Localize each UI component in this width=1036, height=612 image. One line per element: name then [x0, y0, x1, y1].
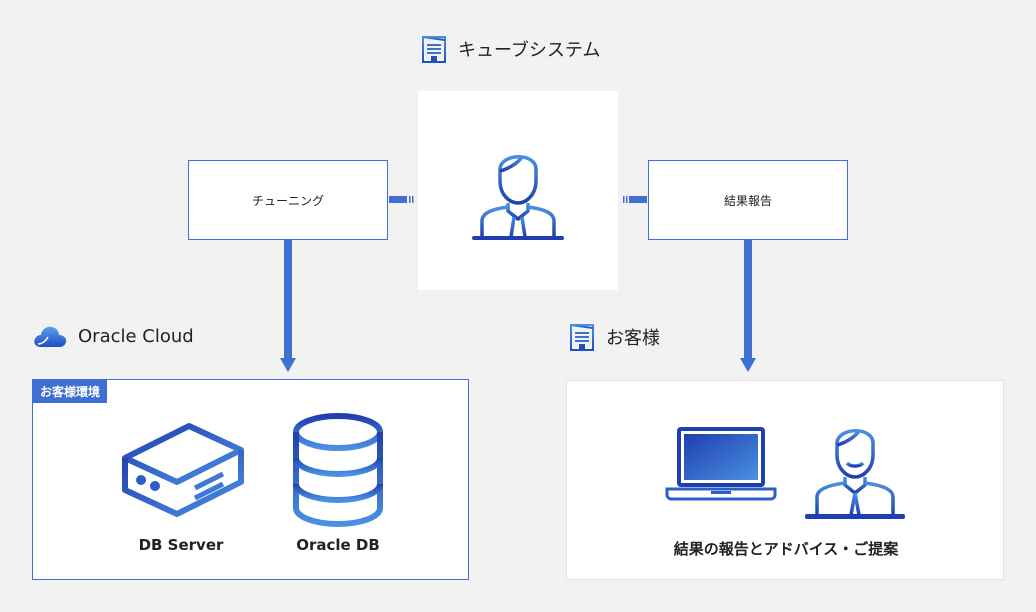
report-box: 結果報告	[648, 160, 848, 240]
laptop-icon	[665, 427, 777, 501]
tuning-label: チューニング	[251, 193, 324, 208]
customer-title: お客様	[606, 328, 660, 349]
building-icon	[570, 324, 594, 351]
customer-person-icon	[805, 429, 905, 519]
tuning-box: チューニング	[188, 160, 388, 240]
cloud-icon	[34, 326, 67, 347]
customer-env-tag: お客様環境	[33, 380, 108, 403]
header: キューブシステム	[420, 34, 600, 64]
db-server-item	[119, 420, 247, 524]
customer-caption: 結果の報告とアドバイス・ご提案	[673, 540, 899, 558]
database-icon	[293, 413, 383, 528]
report-label: 結果報告	[723, 193, 772, 208]
left-connector	[389, 196, 414, 203]
db-server-label: DB Server	[138, 536, 224, 554]
cloud-heading: Oracle Cloud	[32, 323, 194, 349]
engineer-icon	[472, 154, 564, 240]
engineer-box	[418, 91, 618, 290]
arrow-to-cloud	[280, 240, 296, 372]
building-icon	[422, 36, 446, 63]
cloud-title: Oracle Cloud	[78, 325, 194, 347]
customer-heading: お客様	[568, 322, 660, 352]
server-icon	[122, 423, 244, 517]
customer-env-box: お客様環境 DB Server Oracle DB	[32, 379, 469, 580]
arrow-to-customer	[740, 240, 756, 372]
customer-box: 結果の報告とアドバイス・ご提案	[566, 380, 1004, 580]
right-connector	[623, 196, 647, 203]
oracle-db-item	[291, 412, 385, 532]
oracle-db-label: Oracle DB	[296, 536, 380, 554]
header-title: キューブシステム	[458, 40, 601, 61]
